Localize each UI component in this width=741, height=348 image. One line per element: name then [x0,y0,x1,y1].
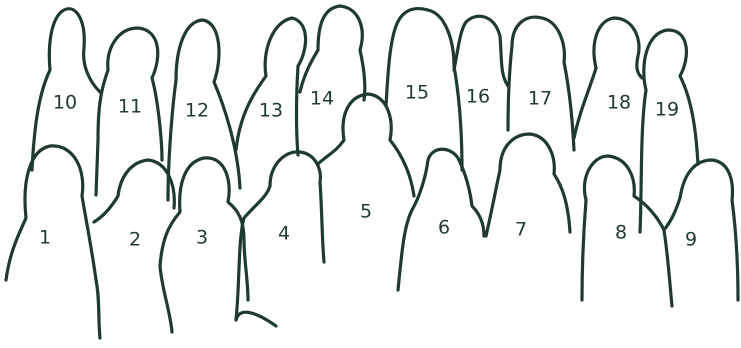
figure-label-17: 17 [528,88,552,110]
figure-label-19: 19 [655,99,679,121]
figure-label-7: 7 [515,219,527,241]
figure-label-14: 14 [310,88,334,110]
figure-label-15: 15 [405,82,429,104]
figure-label-5: 5 [360,201,372,223]
figure-label-10: 10 [53,92,77,114]
figure-13-outline [236,18,306,155]
figure-1-outline [6,146,100,338]
figure-label-1: 1 [39,227,51,249]
figure-label-9: 9 [685,229,697,251]
figure-label-6: 6 [438,217,450,239]
figure-label-16: 16 [466,86,490,108]
figure-label-13: 13 [259,100,283,122]
figure-label-4: 4 [278,223,290,245]
figure-4-lower-outline [236,312,276,326]
back-row [32,6,698,232]
figure-19-outline [640,30,698,232]
figure-label-12: 12 [185,100,209,122]
figure-18-outline [574,18,642,138]
figure-14-outline [300,6,365,100]
figure-17-outline [508,17,574,150]
figure-label-8: 8 [615,222,627,244]
figure-7-outline [486,134,570,236]
figure-numbers: 1 2 3 4 5 6 7 8 9 10 11 12 13 14 15 16 1… [39,82,697,251]
figure-16-outline [454,16,508,86]
figure-2-outline [94,160,174,222]
figure-label-3: 3 [196,227,208,249]
figure-3-lower-outline [160,266,172,332]
figure-label-11: 11 [118,96,142,118]
figure-10-outline [32,9,100,170]
figure-label-2: 2 [129,229,141,251]
figure-9-outline [664,160,738,300]
figure-label-18: 18 [607,92,631,114]
